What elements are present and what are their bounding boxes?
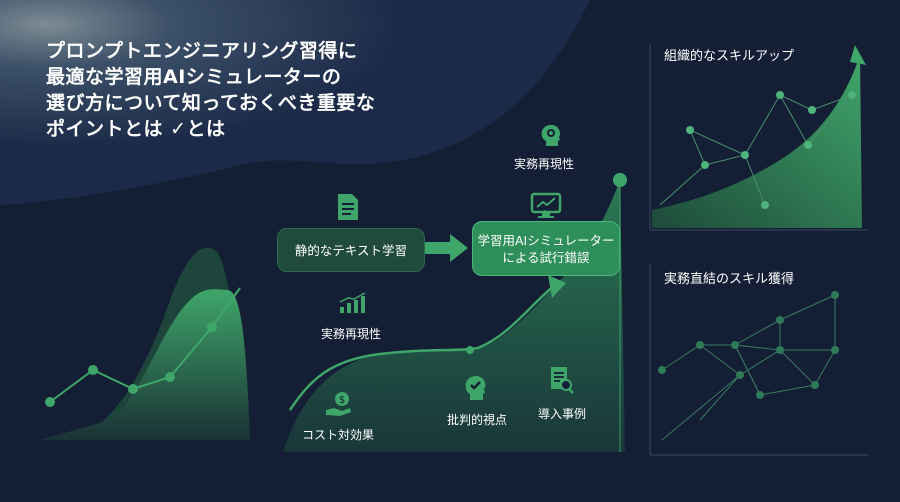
coin-hand-icon: $: [326, 392, 351, 416]
svg-text:$: $: [339, 395, 345, 406]
report-magnifier-icon: [551, 367, 574, 394]
head-gear-icon: [541, 124, 561, 146]
document-icon: [338, 194, 358, 220]
reproducibility-label-mid: 実務再現性: [321, 327, 382, 341]
left-line: [49, 287, 241, 403]
head-check-icon: [465, 375, 486, 400]
header-wave: [0, 0, 590, 205]
panel2-nodes: [658, 291, 839, 399]
flow-arrow: [424, 234, 468, 262]
cases-label: 導入事例: [538, 407, 587, 421]
title-line-2: 最適な学習用AIシミュレーターの: [46, 66, 342, 88]
panel1-arrow: [850, 45, 866, 65]
middle-arrow: [548, 275, 566, 298]
peak-dot: [613, 173, 627, 187]
cost-label: コスト対効果: [302, 428, 375, 442]
panel-skill-up-title: 組織的なスキルアップ: [664, 49, 795, 64]
middle-curve: [288, 284, 556, 411]
bar-chart-growth-icon: [339, 292, 366, 313]
reproducibility-label-top: 実務再現性: [514, 157, 575, 171]
title-line-3: 選び方について知っておくべき重要な: [46, 92, 376, 114]
panel1-area: [652, 55, 862, 228]
middle-area: [283, 180, 625, 452]
static-learning-box: 静的なテキスト学習: [277, 228, 425, 272]
simulator-box: 学習用AIシミュレーター による試行錯誤: [472, 221, 620, 276]
page-title: プロンプトエンジニアリング習得に 最適な学習用AIシミュレーターの 選び方につい…: [46, 38, 466, 142]
simulator-label-line1: 学習用AIシミュレーター: [477, 232, 615, 248]
panel-skill-acquire-title: 実務直結のスキル獲得: [664, 272, 795, 287]
panel1-nodes: [686, 91, 856, 209]
title-line-1: プロンプトエンジニアリング習得に: [46, 40, 358, 62]
left-area-front: [40, 289, 250, 440]
static-learning-label: 静的なテキスト学習: [294, 242, 408, 258]
critical-label: 批判的視点: [447, 413, 508, 427]
panel2-network: [661, 294, 836, 441]
left-dots: [45, 322, 217, 407]
simulator-label-line2: による試行錯誤: [502, 249, 590, 265]
title-line-4: ポイントとは ✓とは: [46, 118, 226, 140]
monitor-chart-icon: [530, 192, 562, 218]
